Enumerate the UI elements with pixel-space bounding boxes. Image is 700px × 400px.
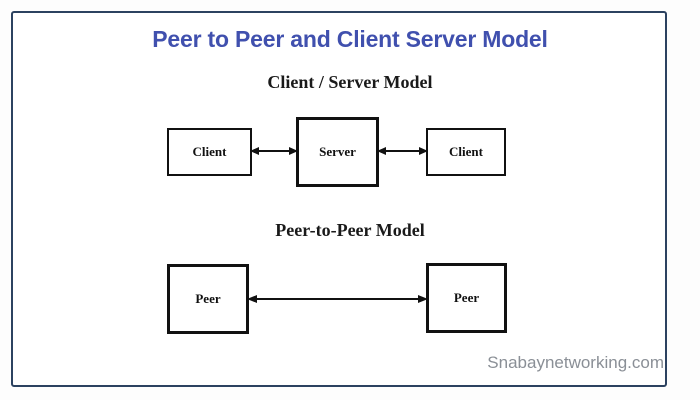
- page-title: Peer to Peer and Client Server Model: [152, 26, 548, 52]
- connector-client-left-to-server: [250, 144, 298, 158]
- section-heading-client-server: Client / Server Model: [267, 72, 433, 92]
- node-client-right: Client: [426, 128, 506, 176]
- node-client-left: Client: [167, 128, 252, 176]
- node-peer-right: Peer: [426, 263, 507, 333]
- node-server: Server: [296, 117, 379, 187]
- double-headed-arrow-icon: [377, 147, 428, 155]
- connector-peer-left-to-peer-right: [247, 292, 428, 306]
- connector-server-to-client-right: [377, 144, 428, 158]
- watermark-text: Snabaynetworking.com: [487, 353, 664, 372]
- node-peer-left: Peer: [167, 264, 249, 334]
- double-headed-arrow-icon: [247, 295, 428, 303]
- decorative-border-frame: [11, 11, 667, 387]
- double-headed-arrow-icon: [250, 147, 298, 155]
- section-heading-peer-to-peer: Peer-to-Peer Model: [275, 220, 425, 240]
